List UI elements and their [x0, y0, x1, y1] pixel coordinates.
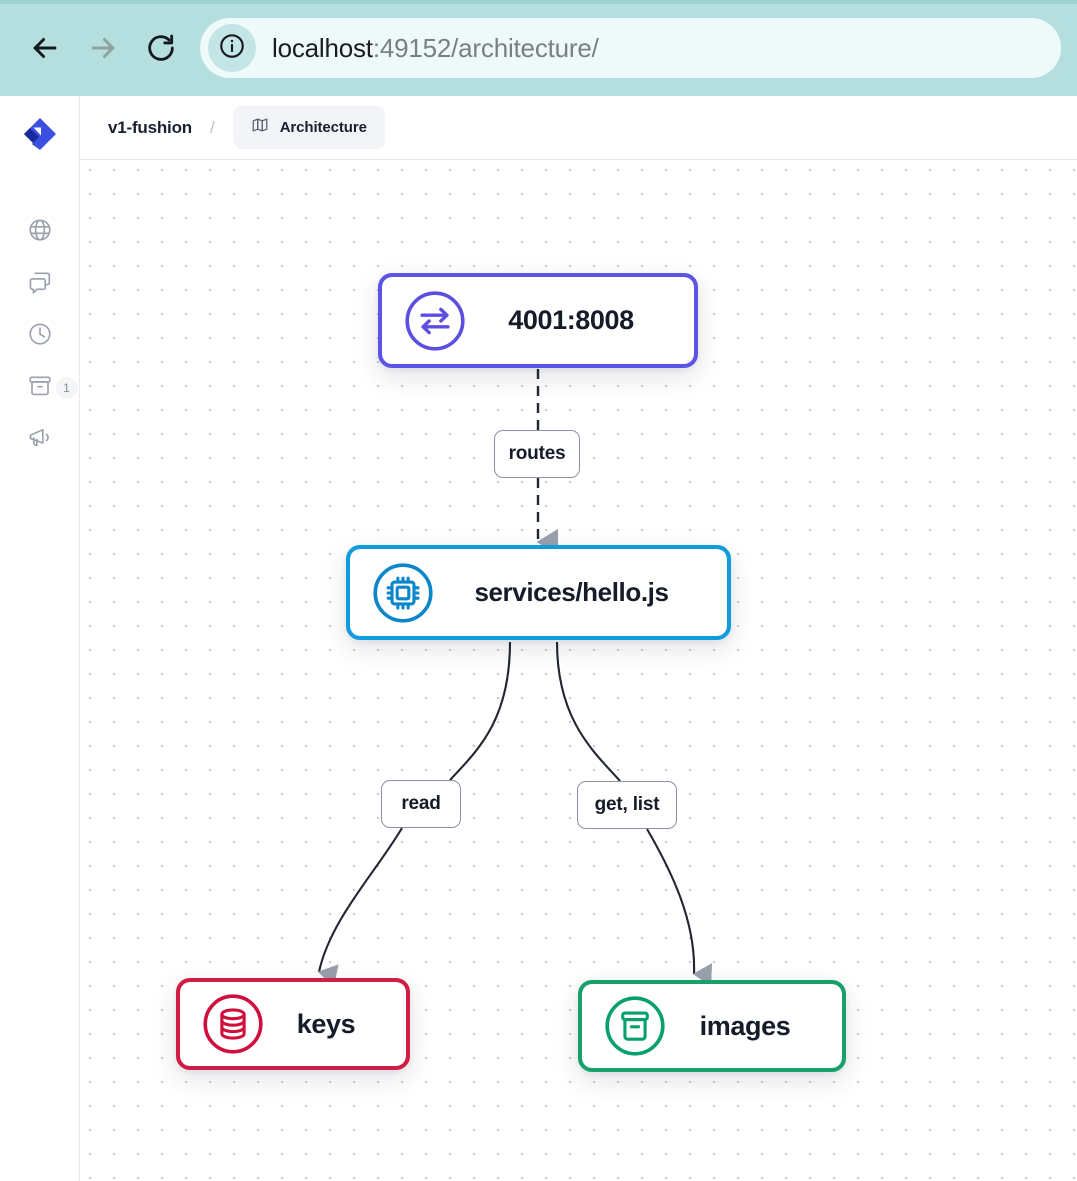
breadcrumb-separator: /	[209, 117, 215, 137]
url-text: localhost:49152/architecture/	[272, 33, 599, 64]
sidebar-item-globe[interactable]	[16, 208, 64, 256]
database-icon	[202, 993, 264, 1055]
breadcrumb-project[interactable]: v1-fushion	[108, 117, 192, 137]
edge-service-images	[555, 641, 621, 782]
tab-architecture[interactable]: Architecture	[232, 106, 385, 149]
edge-label-get-list[interactable]: get, list	[577, 781, 677, 829]
app-shell: 1 v1-fushion /	[0, 96, 1077, 1181]
app-logo[interactable]	[16, 110, 64, 158]
logo-icon	[23, 118, 56, 150]
archive-badge: 1	[55, 377, 78, 399]
map-icon	[251, 116, 269, 139]
arrow-right-icon	[86, 31, 120, 65]
main-column: v1-fushion / Architecture	[80, 96, 1077, 1181]
node-service-label: services/hello.js	[474, 577, 669, 607]
chat-icon	[27, 269, 53, 300]
reload-icon	[145, 32, 177, 64]
edge-service-keys-b	[317, 827, 403, 987]
info-circle-icon	[218, 32, 246, 65]
breadcrumb: v1-fushion / Architecture	[80, 96, 1077, 160]
exchange-arrows-icon	[404, 290, 466, 352]
node-gateway[interactable]: 4001:8008	[378, 273, 698, 368]
node-images-label: images	[699, 1010, 791, 1041]
sidebar-item-clock[interactable]	[16, 312, 64, 360]
back-button[interactable]	[16, 19, 74, 77]
globe-icon	[27, 217, 53, 248]
sidebar-item-chat[interactable]	[16, 260, 64, 308]
left-nav-rail: 1	[0, 96, 80, 1181]
sidebar-item-archive[interactable]: 1	[16, 364, 78, 412]
tab-architecture-label: Architecture	[279, 119, 367, 136]
edge-service-keys	[449, 641, 512, 781]
sidebar-item-megaphone[interactable]	[16, 416, 64, 464]
edge-label-routes[interactable]: routes	[494, 430, 580, 478]
url-path: :49152/architecture/	[372, 32, 599, 63]
arrow-left-icon	[28, 31, 62, 65]
clock-icon	[27, 321, 53, 352]
address-bar[interactable]: localhost:49152/architecture/	[200, 18, 1061, 78]
architecture-canvas[interactable]: 4001:8008	[80, 160, 1077, 1181]
cpu-chip-icon	[372, 562, 434, 624]
node-service[interactable]: services/hello.js	[346, 545, 731, 640]
node-keys-label: keys	[296, 1008, 356, 1039]
forward-button[interactable]	[74, 19, 132, 77]
node-gateway-label: 4001:8008	[508, 305, 634, 335]
megaphone-icon	[27, 425, 53, 456]
url-host: localhost	[272, 32, 373, 63]
node-keys[interactable]: keys	[176, 978, 410, 1070]
site-info-button[interactable]	[208, 24, 256, 72]
archive-icon	[27, 373, 53, 404]
bucket-icon	[604, 995, 666, 1057]
edge-label-read[interactable]: read	[381, 780, 461, 828]
browser-toolbar: localhost:49152/architecture/	[0, 0, 1077, 96]
node-images[interactable]: images	[578, 980, 846, 1072]
reload-button[interactable]	[132, 19, 190, 77]
edge-service-images-b	[646, 828, 713, 987]
